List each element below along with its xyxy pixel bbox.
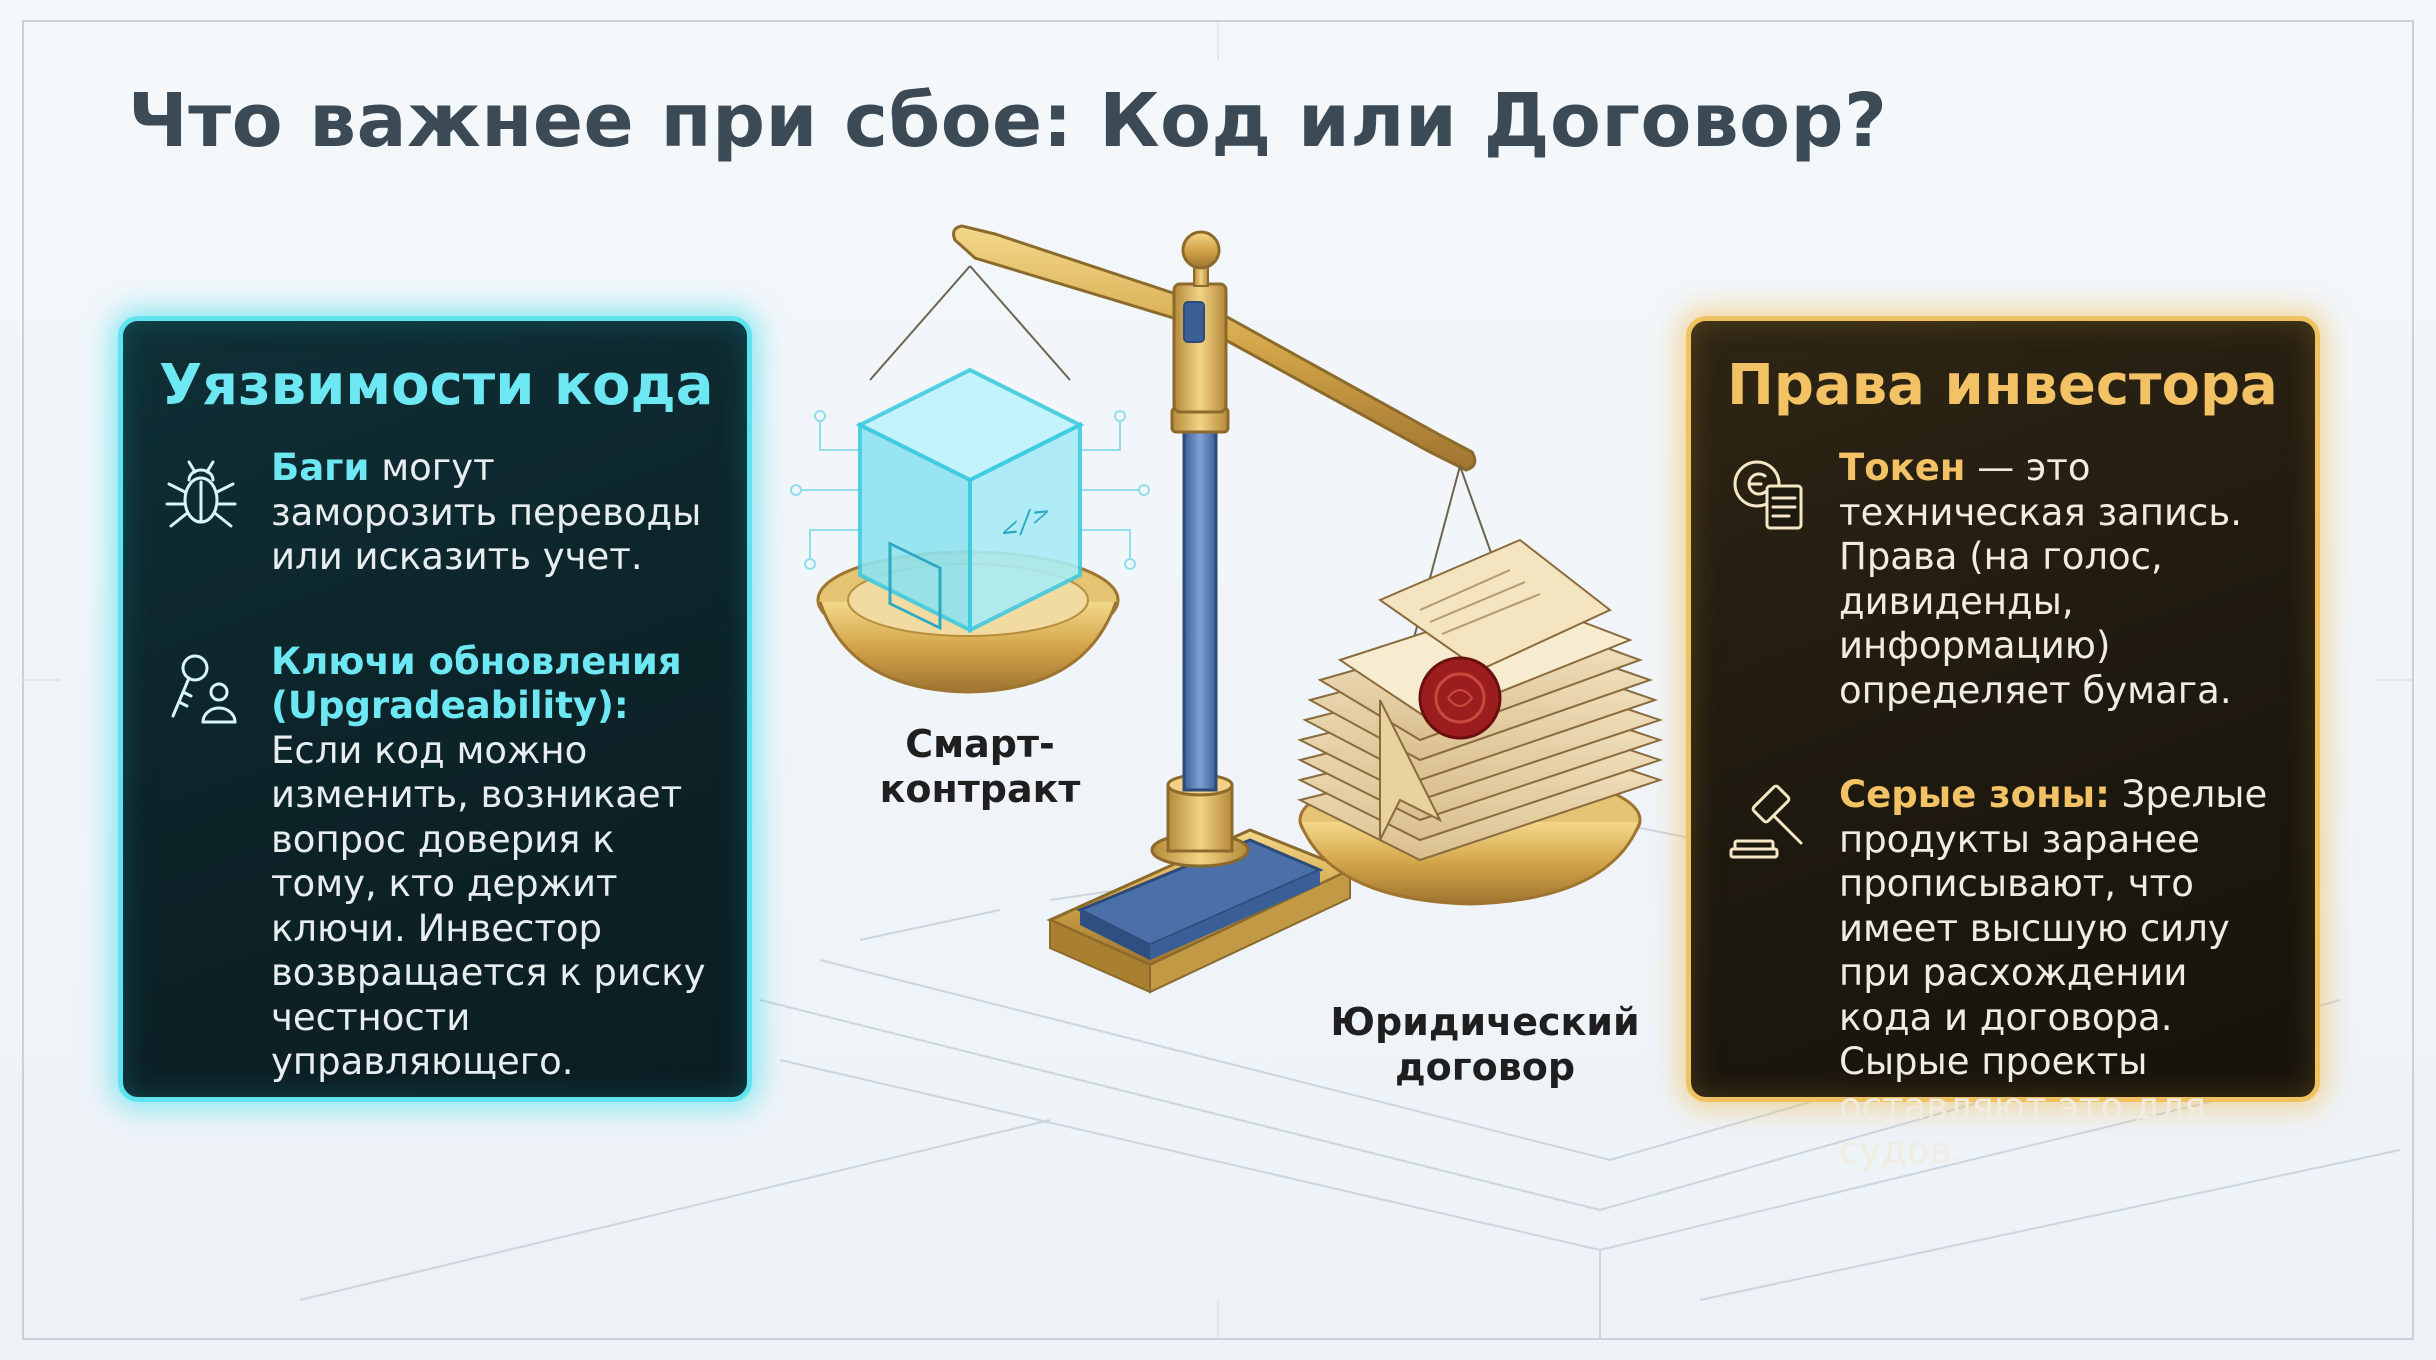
legal-contract-label: Юридический договор [1330, 1000, 1640, 1089]
grey-zones-item: Серые зоны: Зрелые продукты заранее проп… [1727, 773, 2279, 1174]
code-vulnerabilities-panel: Уязвимости кода Баги могут заморози [118, 316, 752, 1102]
bug-icon [165, 460, 237, 528]
frame-top [22, 20, 2414, 22]
token-document-icon [1733, 460, 1803, 530]
token-text: Токен — это техническая запись. Права (н… [1839, 446, 2242, 712]
code-panel-heading: Уязвимости кода [159, 353, 714, 418]
token-item: Токен — это техническая запись. Права (н… [1727, 446, 2279, 713]
gavel-icon [1729, 784, 1803, 859]
key-person-icon [171, 654, 237, 723]
frame-bottom [22, 1338, 2414, 1340]
scale-pillar [1182, 418, 1218, 792]
smart-contract-label: Смарт- контракт [879, 722, 1081, 811]
page-title: Что важнее при сбое: Код или Договор? [128, 78, 1888, 164]
upgrade-keys-item: Ключи обновления (Upgradeability): Если … [159, 640, 711, 1085]
scale-beam [952, 224, 1477, 472]
frame-right [2412, 20, 2414, 1340]
legal-document-stack [1297, 538, 1664, 862]
upgrade-keys-text: Ключи обновления (Upgradeability): Если … [271, 639, 706, 1084]
investor-panel-heading: Права инвестора [1727, 353, 2278, 418]
scales-illustration: </> [790, 224, 1664, 994]
grey-zones-text: Серые зоны: Зрелые продукты заранее проп… [1839, 773, 2268, 1172]
smart-contract-cube: </> [790, 367, 1150, 634]
bugs-item: Баги могут заморозить переводы или исказ… [159, 446, 711, 580]
bugs-text: Баги могут заморозить переводы или исказ… [271, 446, 702, 578]
investor-rights-panel: Права инвестора Токен — это техническая … [1686, 316, 2320, 1172]
